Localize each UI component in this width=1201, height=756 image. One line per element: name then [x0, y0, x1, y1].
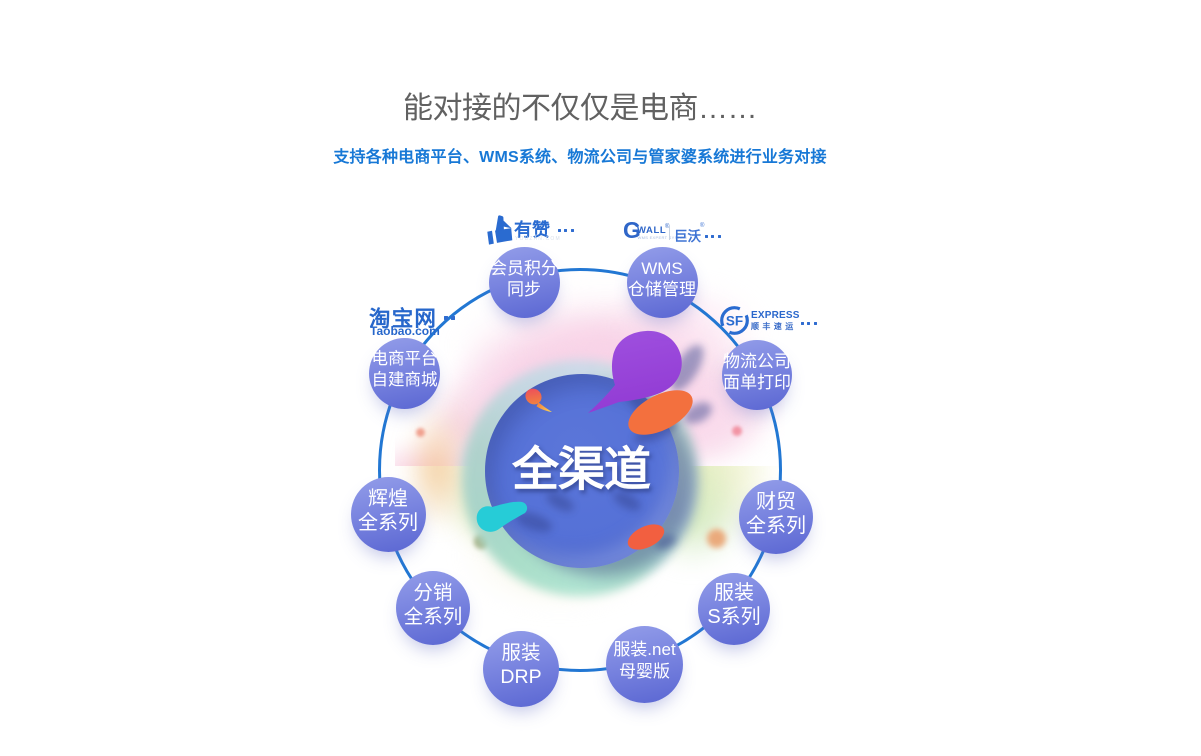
svg-text:SF: SF — [726, 314, 743, 329]
